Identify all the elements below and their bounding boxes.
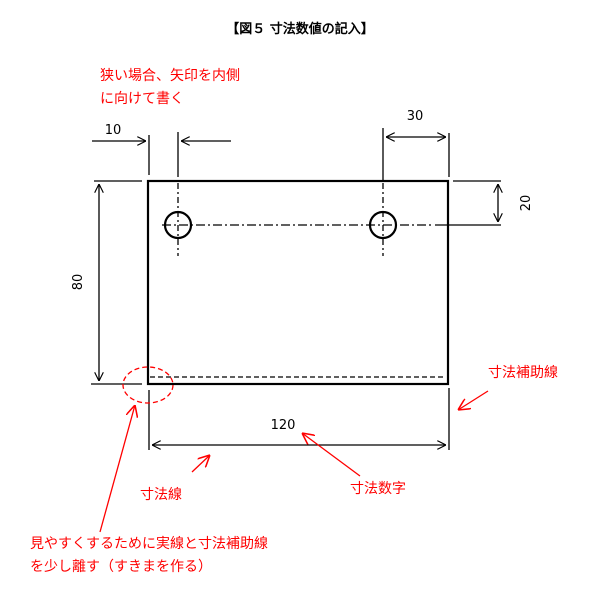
dimension-120: 120 <box>271 418 296 433</box>
dimension-10: 10 <box>105 123 122 138</box>
note-gap-line1: 見やすくするために実線と寸法補助線 <box>30 536 268 552</box>
dimension-20: 20 <box>519 195 534 212</box>
dimension-30: 30 <box>407 109 424 124</box>
note-narrow-line2: に向けて書く <box>100 91 184 107</box>
figure-title: 【図５ 寸法数値の記入】 <box>226 21 374 37</box>
part-outline <box>146 179 450 386</box>
note-gap-line2: を少し離す（すきまを作る） <box>30 558 212 575</box>
dimension-line-arrow <box>191 455 210 473</box>
extension-line-arrow <box>458 390 489 410</box>
gap-highlight-ellipse <box>122 366 174 404</box>
dimension-number-arrow <box>302 433 361 477</box>
note-narrow-line1: 狭い場合、矢印を内側 <box>100 68 240 84</box>
label-dimension-line: 寸法線 <box>140 487 182 503</box>
dimension-80: 80 <box>71 274 86 291</box>
label-extension-line: 寸法補助線 <box>488 365 558 381</box>
label-dimension-number: 寸法数字 <box>350 481 406 497</box>
gap-arrow <box>99 405 135 533</box>
